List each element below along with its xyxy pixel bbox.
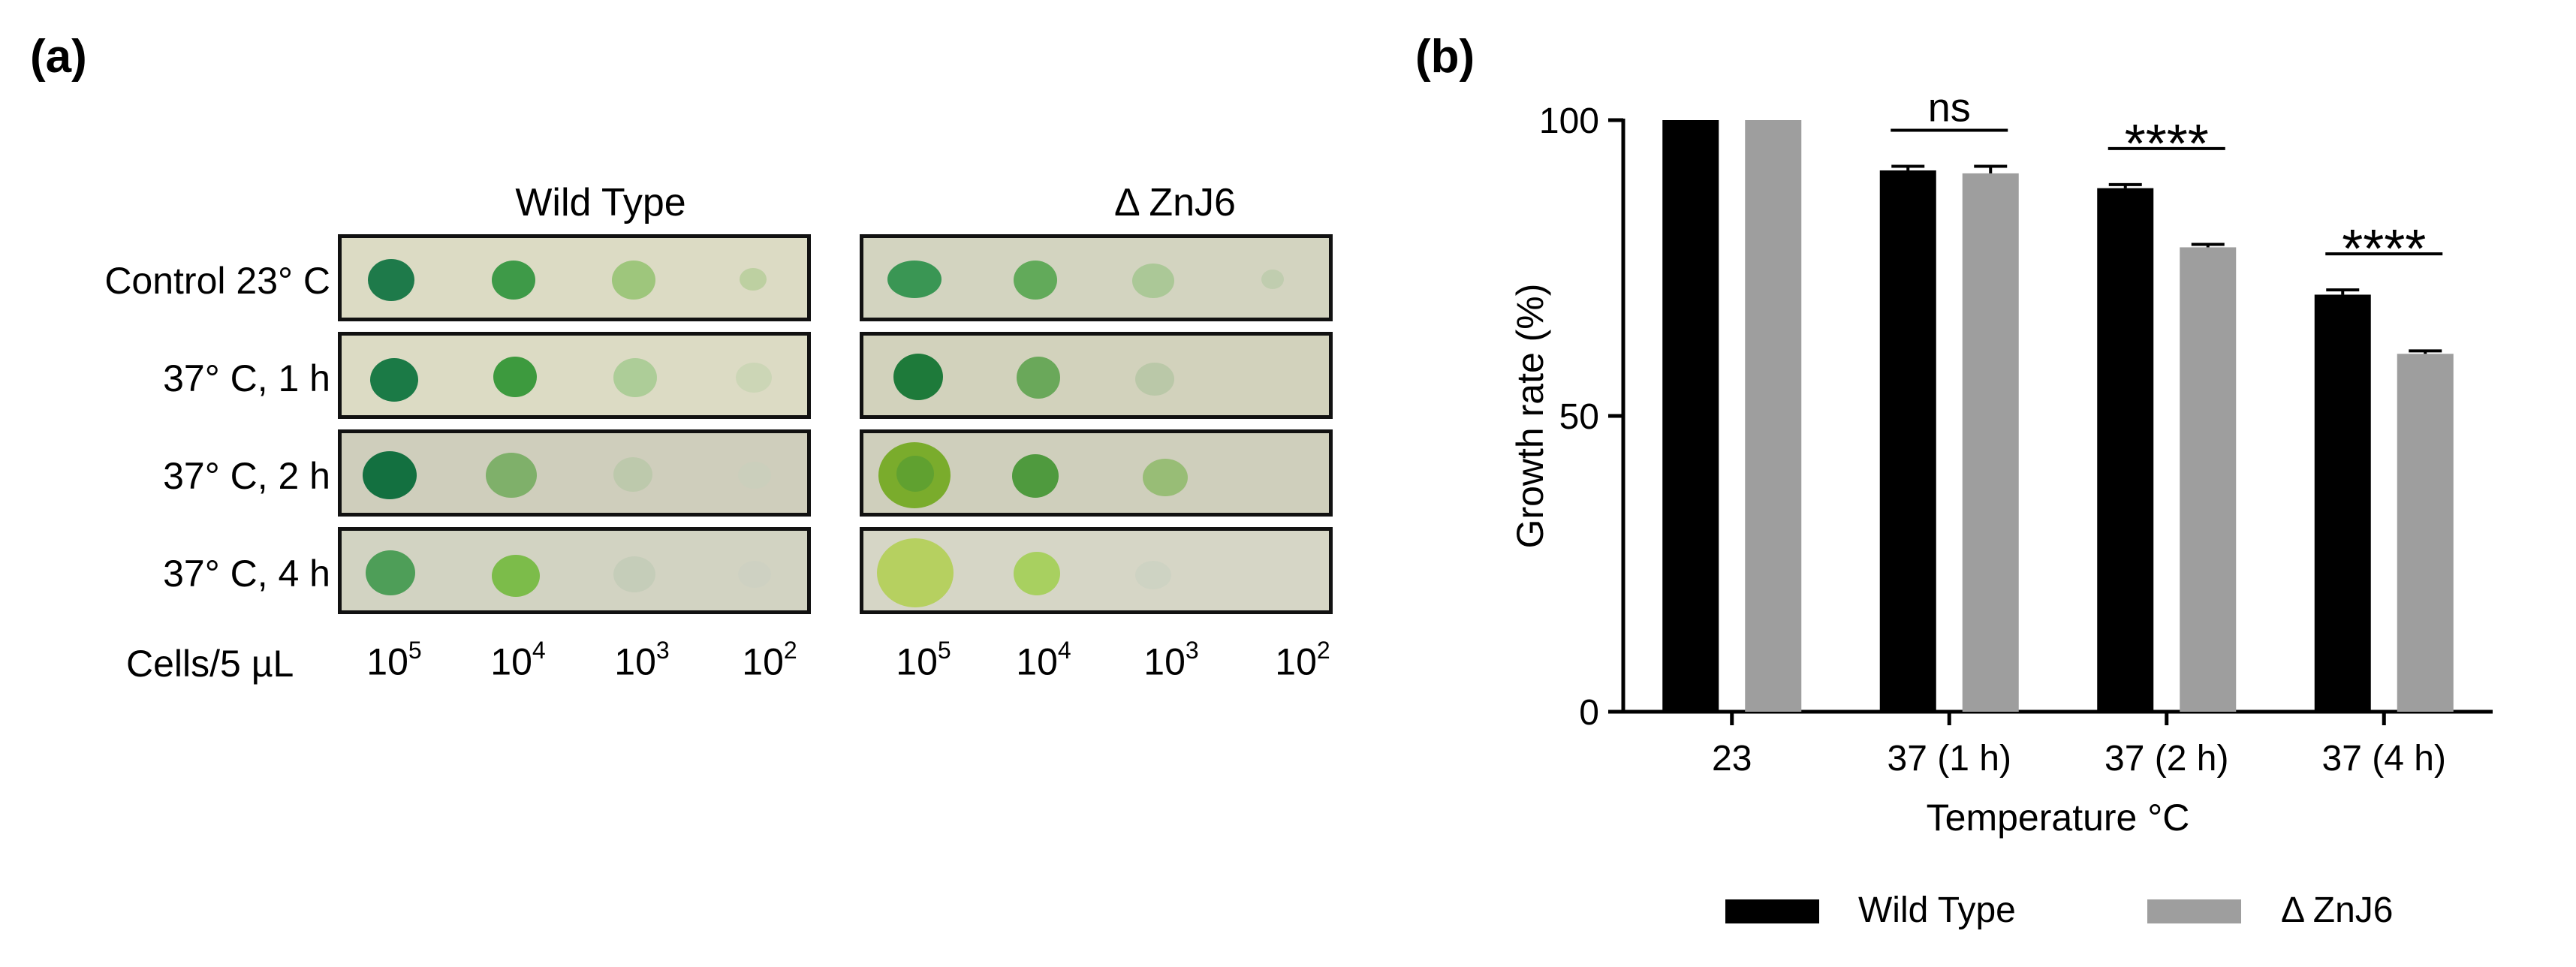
y-axis-label: Growth rate (%) <box>1509 284 1551 549</box>
spot <box>370 358 418 402</box>
plate-wt-control <box>338 234 811 321</box>
dilution-exp: 5 <box>408 637 422 664</box>
bar <box>2397 354 2454 712</box>
x-tick-label: 23 <box>1712 739 1752 779</box>
spot <box>893 354 943 400</box>
spot <box>1135 561 1171 589</box>
significance-label: **** <box>2342 219 2426 279</box>
plate-znj6-control <box>860 234 1333 321</box>
row-label-2h: 37° C, 2 h <box>163 455 330 497</box>
plate-wt-4h <box>338 527 811 614</box>
plate-znj6-4h <box>860 527 1333 614</box>
dilution-exp: 4 <box>1057 637 1071 664</box>
spot <box>738 561 771 588</box>
significance-label: **** <box>2125 114 2209 174</box>
strain-title-wild-type: Wild Type <box>515 181 686 224</box>
spot <box>887 261 942 298</box>
dilution-exp: 3 <box>655 637 670 664</box>
spot <box>492 555 540 597</box>
cells-label: Cells/5 µL <box>126 643 294 685</box>
dilution-base: 10 <box>742 640 784 683</box>
dilution-exp: 5 <box>937 637 951 664</box>
spot <box>363 451 417 499</box>
spot <box>368 259 414 301</box>
spot <box>1261 270 1284 289</box>
spot <box>877 538 954 607</box>
dilution-base: 10 <box>1275 640 1317 683</box>
dilution-znj6-4: 102 <box>1250 637 1355 684</box>
legend-swatch <box>1725 899 1819 923</box>
bar <box>1962 173 2019 712</box>
spot <box>1014 261 1057 300</box>
plate-wt-1h <box>338 332 811 419</box>
significance-label: ns <box>1928 85 1971 130</box>
spot <box>1143 459 1188 496</box>
bar <box>2314 294 2371 712</box>
row-label-control: Control 23° C <box>104 260 330 302</box>
dilution-znj6-3: 103 <box>1119 637 1224 684</box>
plate-znj6-2h <box>860 429 1333 517</box>
panel-a-label: (a) <box>30 31 87 83</box>
x-tick-label: 37 (1 h) <box>1888 739 2011 779</box>
plate-znj6-1h <box>860 332 1333 419</box>
y-tick-label: 100 <box>1539 101 1599 141</box>
spot <box>1014 552 1060 595</box>
dilution-znj6-1: 105 <box>871 637 976 684</box>
dilution-wt-3: 103 <box>589 637 694 684</box>
spot <box>613 358 657 397</box>
spot <box>1012 454 1059 498</box>
dilution-base: 10 <box>614 640 656 683</box>
legend-swatch <box>2147 899 2241 923</box>
bar <box>2097 188 2154 712</box>
strain-title-znj6: Δ ZnJ6 <box>1114 181 1236 224</box>
spot <box>1132 264 1174 298</box>
bar <box>1745 120 1802 712</box>
row-label-4h: 37° C, 4 h <box>163 553 330 595</box>
spot <box>486 453 537 498</box>
spot <box>1017 357 1060 399</box>
dilution-wt-1: 105 <box>342 637 447 684</box>
spot <box>612 261 655 300</box>
dilution-exp: 2 <box>783 637 797 664</box>
bar <box>1662 120 1719 712</box>
spot <box>613 556 655 592</box>
dilution-exp: 4 <box>532 637 546 664</box>
row-label-1h: 37° C, 1 h <box>163 357 330 399</box>
bar <box>2180 247 2237 712</box>
dilution-znj6-2: 104 <box>991 637 1096 684</box>
dilution-base: 10 <box>1016 640 1058 683</box>
y-tick-label: 0 <box>1579 693 1599 733</box>
dilution-base: 10 <box>490 640 532 683</box>
plate-wt-2h <box>338 429 811 517</box>
x-axis-label: Temperature °C <box>1927 797 2190 839</box>
legend-label: Wild Type <box>1858 890 2016 930</box>
spot <box>736 363 772 393</box>
y-tick-label: 50 <box>1559 397 1599 437</box>
spot <box>366 550 415 595</box>
dilution-base: 10 <box>896 640 938 683</box>
dilution-exp: 2 <box>1316 637 1330 664</box>
spot <box>1135 363 1174 396</box>
dilution-base: 10 <box>1143 640 1186 683</box>
x-tick-label: 37 (4 h) <box>2322 739 2446 779</box>
bar <box>1879 170 1936 712</box>
dilution-base: 10 <box>366 640 408 683</box>
spot <box>613 457 652 492</box>
spot <box>738 462 771 489</box>
x-tick-label: 37 (2 h) <box>2104 739 2228 779</box>
spot <box>493 357 537 397</box>
panel-b-label: (b) <box>1415 31 1475 83</box>
spot <box>492 261 535 300</box>
dilution-exp: 3 <box>1185 637 1199 664</box>
dilution-wt-4: 102 <box>717 637 822 684</box>
dilution-wt-2: 104 <box>465 637 571 684</box>
legend-label: Δ ZnJ6 <box>2281 890 2393 930</box>
spot <box>896 456 934 492</box>
spot <box>740 268 767 291</box>
